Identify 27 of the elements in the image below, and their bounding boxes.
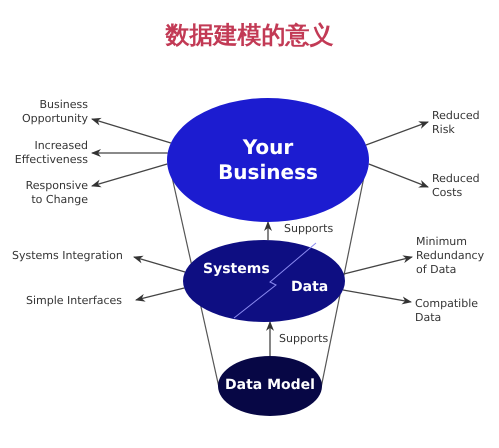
outcome-label: Increased Effectiveness: [8, 139, 88, 167]
title: 数据建模的意义: [164, 20, 334, 50]
arrow: [91, 149, 168, 157]
outcome-label: Business Opportunity: [8, 98, 88, 126]
outcome-label: Simple Interfaces: [26, 294, 132, 308]
arrow: [91, 118, 172, 144]
ellipse-label: Data: [291, 278, 328, 296]
outcome-label: Reduced Risk: [432, 109, 492, 137]
arrow: [368, 163, 429, 188]
arrow: [342, 289, 412, 304]
outcome-label: Compatible Data: [415, 297, 487, 325]
arrow: [266, 320, 274, 356]
arrow: [91, 163, 168, 188]
edge-label: Supports: [278, 332, 330, 346]
outcome-label: Responsive to Change: [18, 179, 88, 207]
outcome-label: Minimum Redundancy of Data: [416, 235, 498, 277]
outcome-label: Reduced Costs: [432, 172, 492, 200]
arrow: [264, 221, 272, 240]
ellipse-label: Data Model: [224, 377, 316, 395]
ellipse-label: Your Business: [217, 135, 319, 185]
ellipse-label: Systems: [203, 260, 270, 278]
arrow: [135, 287, 184, 302]
arrow: [133, 256, 186, 273]
arrow: [366, 121, 429, 146]
edge-label: Supports: [283, 222, 334, 236]
arrow: [344, 255, 413, 275]
outcome-label: Systems Integration: [12, 249, 130, 263]
